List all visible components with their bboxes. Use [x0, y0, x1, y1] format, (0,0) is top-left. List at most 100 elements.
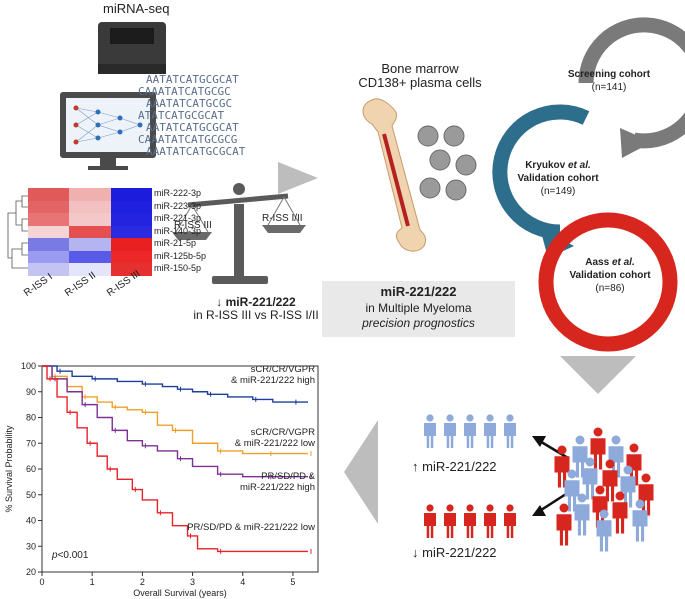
person-icon: [444, 504, 456, 538]
arc-arrowhead: [620, 128, 652, 158]
person-icon: [424, 414, 436, 448]
p-value: p<0.001: [51, 550, 89, 561]
x-tick-label: 2: [140, 577, 145, 587]
series-label: sCR/CR/VGPR& miR-221/222 low: [235, 427, 315, 449]
x-tick-label: 0: [39, 577, 44, 587]
heatmap-cell: [28, 238, 70, 251]
y-tick-label: 40: [26, 516, 36, 526]
aass-cohort-ring: [538, 212, 678, 352]
heatmap-row-label: miR-21-5p: [154, 238, 197, 249]
heatmap-row-label: miR-150-5p: [154, 263, 202, 274]
heatmap-row-label: miR-221-3p: [154, 213, 202, 224]
dendrogram: [7, 195, 28, 269]
heatmap-cell: [69, 200, 111, 214]
x-tick-label: 5: [290, 577, 295, 587]
sequence-line: CAAATATCATGCGCG: [138, 133, 238, 146]
person-icon: [582, 457, 598, 500]
person-icon: [620, 465, 636, 508]
cohort-cycle: [492, 17, 685, 352]
heatmap-cell: [69, 238, 111, 251]
arrow-down-icon: [560, 356, 636, 394]
x-axis-label: Overall Survival (years): [133, 588, 227, 598]
person-icon: [556, 503, 572, 546]
heatmap-cell: [110, 200, 152, 214]
person-icon: [504, 504, 516, 538]
x-tick-label: 1: [90, 577, 95, 587]
high-group-label: ↑ miR-221/222: [412, 459, 497, 474]
y-tick-label: 70: [26, 438, 36, 448]
heatmap-cell: [110, 225, 152, 239]
y-tick-label: 60: [26, 464, 36, 474]
heatmap-cell: [28, 213, 70, 226]
aass-cohort-label: Aass et al. Validation cohort (n=86): [569, 257, 651, 294]
person-icon: [638, 473, 654, 516]
y-tick-label: 20: [26, 567, 36, 577]
kryukov-cohort-label: Kryukov et al. Validation cohort (n=149): [517, 160, 599, 197]
person-icon: [504, 414, 516, 448]
sequence-line: AATATCATGCGCAT: [146, 121, 239, 134]
heatmap-cell: [28, 188, 70, 201]
heatmap-cell: [110, 213, 152, 226]
person-icon: [484, 414, 496, 448]
y-tick-label: 100: [21, 361, 36, 371]
person-icon: [554, 445, 570, 488]
heatmap-row-label: miR-140-3p: [154, 225, 202, 236]
arrow-right-icon: [278, 162, 318, 194]
survival-curve: [42, 365, 308, 455]
y-tick-label: 80: [26, 413, 36, 423]
key-message-box: [322, 281, 515, 337]
method-title: miRNA-seq: [103, 1, 170, 16]
heatmap-cell: [69, 225, 111, 239]
key-message: miR-221/222 in Multiple Myeloma precisio…: [362, 284, 475, 331]
heatmap-cell: [69, 188, 111, 201]
heatmap-cell: [69, 213, 111, 226]
scale-left-pan-label: R-ISS III: [174, 220, 212, 231]
person-icon: [602, 459, 618, 502]
person-icon: [596, 509, 612, 552]
arrow-to-low-group: [537, 492, 567, 514]
x-tick-label: 3: [190, 577, 195, 587]
heatmap-cell: [110, 263, 152, 276]
heatmap-cell: [28, 225, 70, 239]
series-label: PR/SD/PD & miR-221/222 low: [187, 522, 315, 533]
heatmap-row-label: miR-222-3p: [154, 188, 202, 198]
neural-network-monitor-icon: [60, 92, 156, 170]
person-icon: [574, 493, 590, 536]
heatmap: [28, 188, 152, 276]
y-axis-label: % Survival Probability: [4, 425, 14, 513]
person-icon: [612, 491, 628, 534]
sequencer-icon: [98, 22, 166, 74]
heatmap-cell: [69, 250, 111, 264]
heatmap-cell: [69, 263, 111, 276]
person-icon: [564, 469, 580, 512]
scale-caption: ↓ miR-221/222 in R-ISS III vs R-ISS I/II: [193, 295, 319, 323]
heatmap-row-label: miR-125b-5p: [154, 250, 207, 261]
y-tick-label: 30: [26, 541, 36, 551]
series-label: sCR/CR/VGPR& miR-221/222 high: [231, 364, 315, 386]
person-icon: [464, 504, 476, 538]
plasma-cell-icons: [417, 125, 477, 201]
screening-cohort-label: Screening cohort (n=141): [567, 69, 651, 93]
scale-right-pan-label: R-ISS I/II: [262, 213, 303, 224]
kryukov-cohort-arc: [492, 104, 590, 240]
sequence-line: ATATCATGCGCAT: [138, 109, 225, 122]
y-tick-label: 90: [26, 387, 36, 397]
person-icon: [632, 499, 648, 542]
balance-scale-icon: [172, 183, 306, 284]
series-label: PR/SD/PD &miR-221/222 high: [240, 471, 316, 493]
sequence-line: AATATCATGCGCAT: [146, 73, 239, 86]
screening-cohort-arc: [578, 17, 685, 149]
survival-curve: [42, 365, 308, 478]
sequence-line: AAATATCATGCGC: [146, 97, 233, 110]
heatmap-row-label: miR-223-3p: [154, 200, 202, 211]
heatmap-cell: [110, 250, 152, 264]
sequence-line: AAATATCATGCGCAT: [146, 145, 246, 158]
arrow-left-icon: [344, 420, 378, 524]
